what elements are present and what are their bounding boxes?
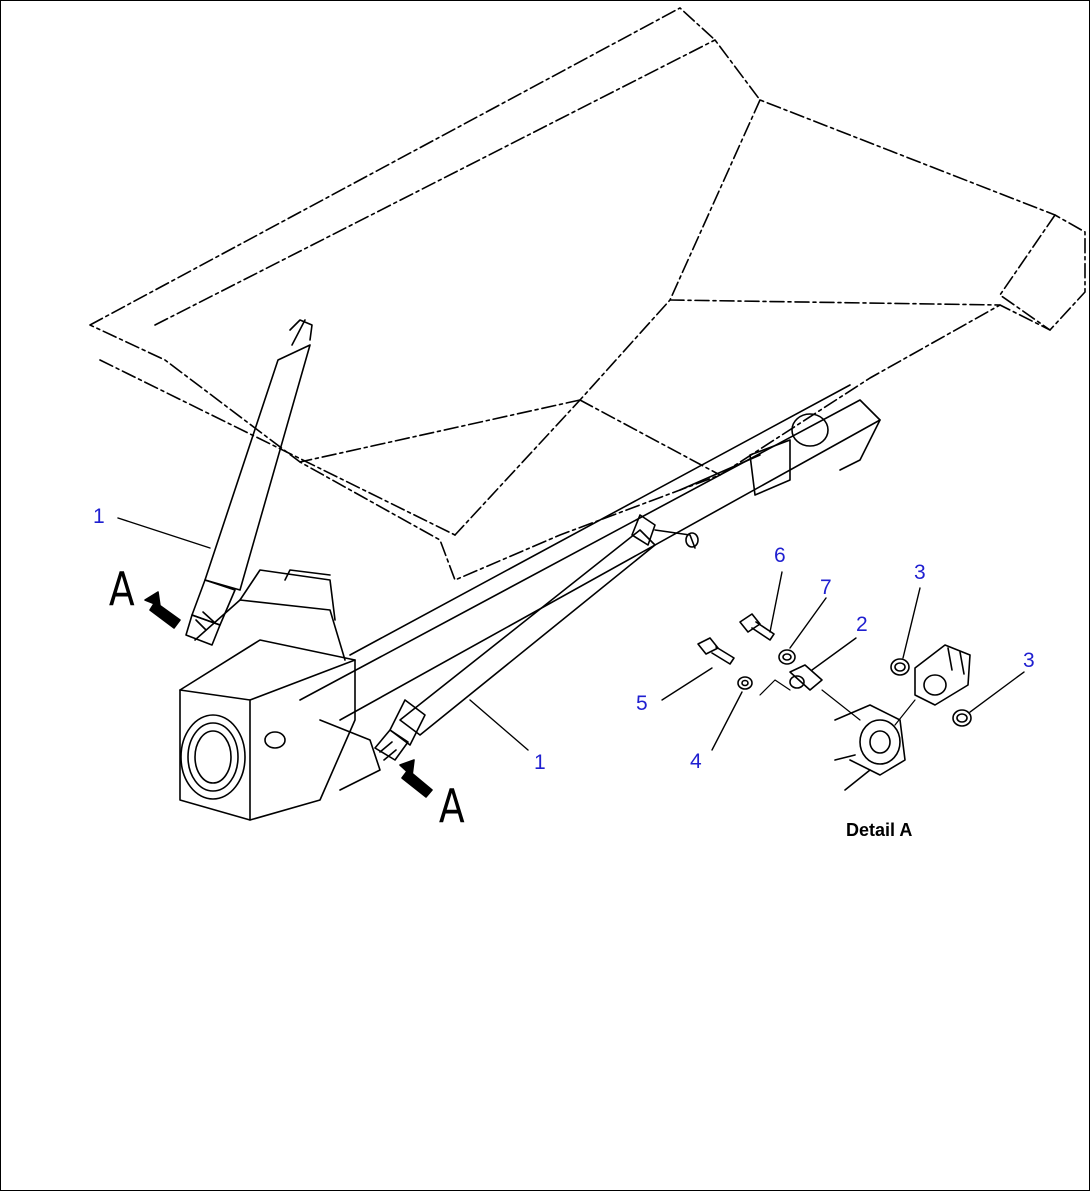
leader-1b — [469, 699, 529, 751]
view-arrows — [144, 591, 433, 798]
callout-3-upper: 3 — [914, 561, 926, 584]
dump-body-outline — [89, 7, 1086, 581]
callout-1-upper: 1 — [93, 505, 105, 528]
leader-3a — [902, 587, 921, 659]
view-marker-a-right: A — [438, 779, 465, 833]
view-marker-a-left: A — [108, 562, 135, 616]
callout-2: 2 — [856, 613, 868, 636]
leader-7 — [789, 597, 827, 649]
leader-5 — [661, 667, 713, 701]
detail-a-title: Detail A — [846, 820, 913, 840]
callout-6: 6 — [774, 544, 786, 567]
callout-3-lower: 3 — [1023, 649, 1035, 672]
leader-3b — [969, 671, 1025, 713]
view-arrow-left — [144, 591, 181, 629]
callout-5: 5 — [636, 692, 648, 715]
hoist-cylinder-right — [374, 514, 699, 761]
hoist-cylinder-left — [185, 319, 313, 646]
leader-1a — [117, 517, 211, 549]
callout-1-lower: 1 — [534, 751, 546, 774]
leader-6 — [769, 571, 783, 633]
leader-4 — [711, 691, 743, 751]
detail-a-parts — [697, 613, 972, 791]
callout-4: 4 — [690, 750, 702, 773]
axle-housing — [179, 569, 381, 821]
view-arrow-right — [399, 759, 433, 798]
leader-2 — [811, 637, 857, 671]
callout-7: 7 — [820, 576, 832, 599]
leader-lines — [117, 517, 1025, 751]
frame-rails — [299, 384, 881, 721]
